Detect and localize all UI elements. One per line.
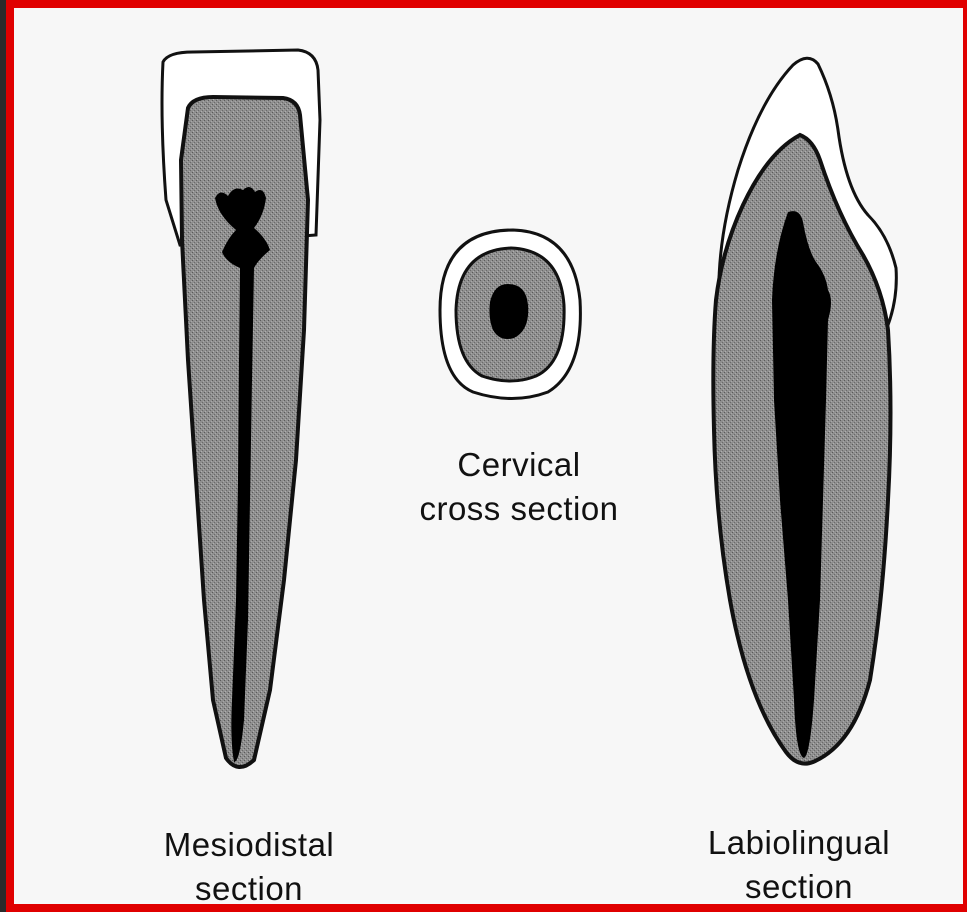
labiolingual-label-line1: Labiolingual — [664, 821, 934, 865]
cervical-pulp — [489, 284, 528, 339]
cervical-label-line1: Cervical — [384, 443, 654, 487]
mesiodistal-label-line2: section — [114, 867, 384, 911]
diagram-frame: Mesiodistal section Cervical cross secti… — [6, 0, 967, 912]
mesiodistal-label-line1: Mesiodistal — [114, 823, 384, 867]
cervical-cross-section — [440, 230, 580, 399]
cervical-cross-section-label: Cervical cross section — [384, 443, 654, 531]
labiolingual-section — [713, 58, 896, 763]
labiolingual-section-label: Labiolingual section — [664, 821, 934, 909]
labiolingual-label-line2: section — [664, 865, 934, 909]
mesiodistal-section — [162, 50, 320, 767]
mesiodistal-section-label: Mesiodistal section — [114, 823, 384, 911]
cervical-label-line2: cross section — [384, 487, 654, 531]
